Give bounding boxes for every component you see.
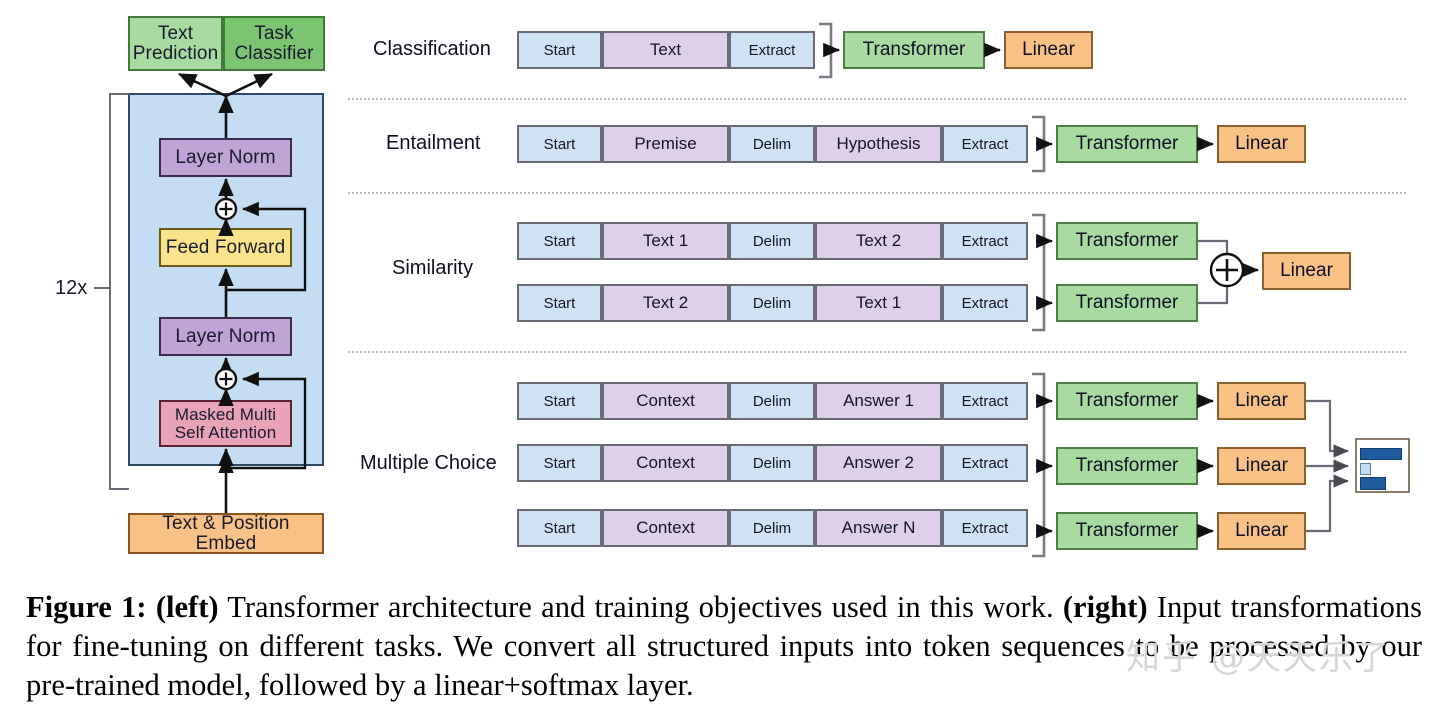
token-delim: Delim: [729, 444, 815, 482]
linear-mc-3: Linear: [1217, 512, 1306, 550]
feed-forward: Feed Forward: [159, 228, 292, 267]
text-position-embed-label: Text & Position Embed: [162, 512, 290, 554]
token-answer-1: Answer 1: [815, 382, 942, 420]
softmax-output-box: [1355, 438, 1410, 493]
layer-norm-top: Layer Norm: [159, 138, 292, 177]
layer-norm-top-label: Layer Norm: [175, 146, 276, 168]
token-start: Start: [517, 125, 602, 163]
token-extract: Extract: [942, 125, 1028, 163]
linear-classification: Linear: [1004, 31, 1093, 69]
softmax-bar-1: [1360, 448, 1402, 460]
token-delim: Delim: [729, 509, 815, 547]
token-start: Start: [517, 382, 602, 420]
token-context: Context: [602, 444, 729, 482]
linear-similarity: Linear: [1262, 252, 1351, 290]
token-delim: Delim: [729, 222, 815, 260]
linear-mc-1: Linear: [1217, 382, 1306, 420]
caption-right-tag: (right): [1062, 590, 1148, 624]
token-text-1: Text 1: [602, 222, 729, 260]
token-premise: Premise: [602, 125, 729, 163]
token-extract: Extract: [942, 284, 1028, 322]
token-start: Start: [517, 222, 602, 260]
token-delim: Delim: [729, 284, 815, 322]
token-start: Start: [517, 509, 602, 547]
transformer-similarity-b: Transformer: [1056, 284, 1198, 322]
token-start: Start: [517, 31, 602, 69]
token-start: Start: [517, 284, 602, 322]
token-extract: Extract: [942, 509, 1028, 547]
token-text-2: Text 2: [815, 222, 942, 260]
token-text: Text: [602, 31, 729, 69]
transformer-similarity-a: Transformer: [1056, 222, 1198, 260]
token-answer-2: Answer 2: [815, 444, 942, 482]
transformer-mc-2: Transformer: [1056, 447, 1198, 485]
token-context: Context: [602, 382, 729, 420]
transformer-classification: Transformer: [843, 31, 985, 69]
transformer-mc-3: Transformer: [1056, 512, 1198, 550]
task-label-multiple-choice: Multiple Choice: [360, 452, 497, 474]
softmax-bar-2: [1360, 463, 1371, 475]
linear-mc-2: Linear: [1217, 447, 1306, 485]
token-extract: Extract: [942, 222, 1028, 260]
softmax-bar-3: [1360, 477, 1386, 490]
feed-forward-label: Feed Forward: [165, 236, 286, 258]
layer-norm-bottom-label: Layer Norm: [175, 325, 276, 347]
token-text-1: Text 1: [815, 284, 942, 322]
token-answer-n: Answer N: [815, 509, 942, 547]
layer-norm-bottom: Layer Norm: [159, 317, 292, 356]
transformer-entailment: Transformer: [1056, 125, 1198, 163]
task-label-similarity: Similarity: [392, 257, 474, 279]
token-extract: Extract: [729, 31, 815, 69]
token-start: Start: [517, 444, 602, 482]
token-text-2: Text 2: [602, 284, 729, 322]
linear-entailment: Linear: [1217, 125, 1306, 163]
token-context: Context: [602, 509, 729, 547]
separator-2: [348, 192, 1406, 194]
task-label-entailment: Entailment: [386, 132, 481, 154]
token-extract: Extract: [942, 444, 1028, 482]
token-hypothesis: Hypothesis: [815, 125, 942, 163]
repeat-count-label: 12x: [55, 277, 88, 299]
caption-part-2: Input transformations for fine-tuning on…: [26, 590, 1423, 702]
token-extract: Extract: [942, 382, 1028, 420]
separator-1: [348, 98, 1406, 100]
token-delim: Delim: [729, 382, 815, 420]
figure-caption: Figure 1: (left) Transformer architectur…: [26, 588, 1422, 705]
caption-prefix: Figure 1:: [26, 590, 147, 624]
text-position-embed: Text & Position Embed: [128, 513, 324, 554]
transformer-mc-1: Transformer: [1056, 382, 1198, 420]
task-label-classification: Classification: [373, 38, 491, 60]
separator-3: [348, 351, 1406, 353]
caption-left-tag: (left): [155, 590, 219, 624]
caption-part-1: Transformer architecture and training ob…: [218, 590, 1063, 624]
token-delim: Delim: [729, 125, 815, 163]
